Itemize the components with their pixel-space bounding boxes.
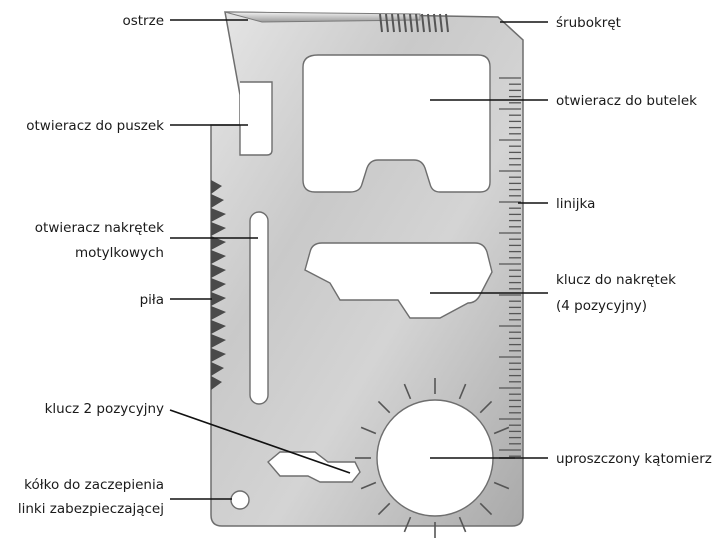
- protractor-tick: [360, 426, 377, 435]
- label-wrench2: klucz 2 pozycyjny: [45, 401, 164, 417]
- label-wrench4-line1: klucz do nakrętek: [556, 272, 676, 288]
- saw-teeth: [211, 180, 226, 390]
- label-protractor: uproszczony kątomierz: [556, 451, 712, 467]
- protractor-tick: [479, 400, 493, 414]
- protractor-tick: [377, 400, 391, 414]
- wrench2-hole: [267, 451, 361, 483]
- label-lanyard-line2: linki zabezpieczającej: [18, 501, 164, 517]
- protractor-ticks: [355, 378, 515, 538]
- label-ruler: linijka: [556, 196, 595, 212]
- protractor-tick: [493, 481, 510, 490]
- label-blade: ostrze: [122, 13, 164, 29]
- screwdriver-serration: [379, 13, 449, 33]
- can-opener-notch: [239, 81, 273, 156]
- label-wing-nut-line2: motylkowych: [75, 245, 164, 261]
- protractor-tick: [377, 502, 391, 516]
- label-can-opener: otwieracz do puszek: [26, 118, 164, 134]
- protractor-tick: [360, 481, 377, 490]
- label-screwdriver: śrubokręt: [556, 15, 621, 31]
- label-bottle-opener: otwieracz do butelek: [556, 93, 697, 109]
- label-lanyard-line1: kółko do zaczepienia: [24, 477, 164, 493]
- blade-edge: [224, 11, 421, 23]
- protractor-tick: [403, 516, 412, 533]
- label-saw: piła: [140, 292, 164, 308]
- protractor-tick: [493, 426, 510, 435]
- wing-nut-slot: [249, 211, 269, 405]
- bottle-opener-hole: [302, 54, 491, 193]
- protractor-tick: [458, 383, 467, 400]
- ruler-ticks: [499, 77, 521, 457]
- lanyard-hole: [230, 490, 250, 510]
- protractor-tick: [458, 516, 467, 533]
- label-wrench4-line2: (4 pozycyjny): [556, 298, 647, 314]
- protractor-tick: [403, 383, 412, 400]
- wrench4-hole: [304, 242, 493, 319]
- label-wing-nut-line1: otwieracz nakrętek: [35, 220, 164, 236]
- protractor-tick: [479, 502, 493, 516]
- leader-lines: [169, 19, 548, 500]
